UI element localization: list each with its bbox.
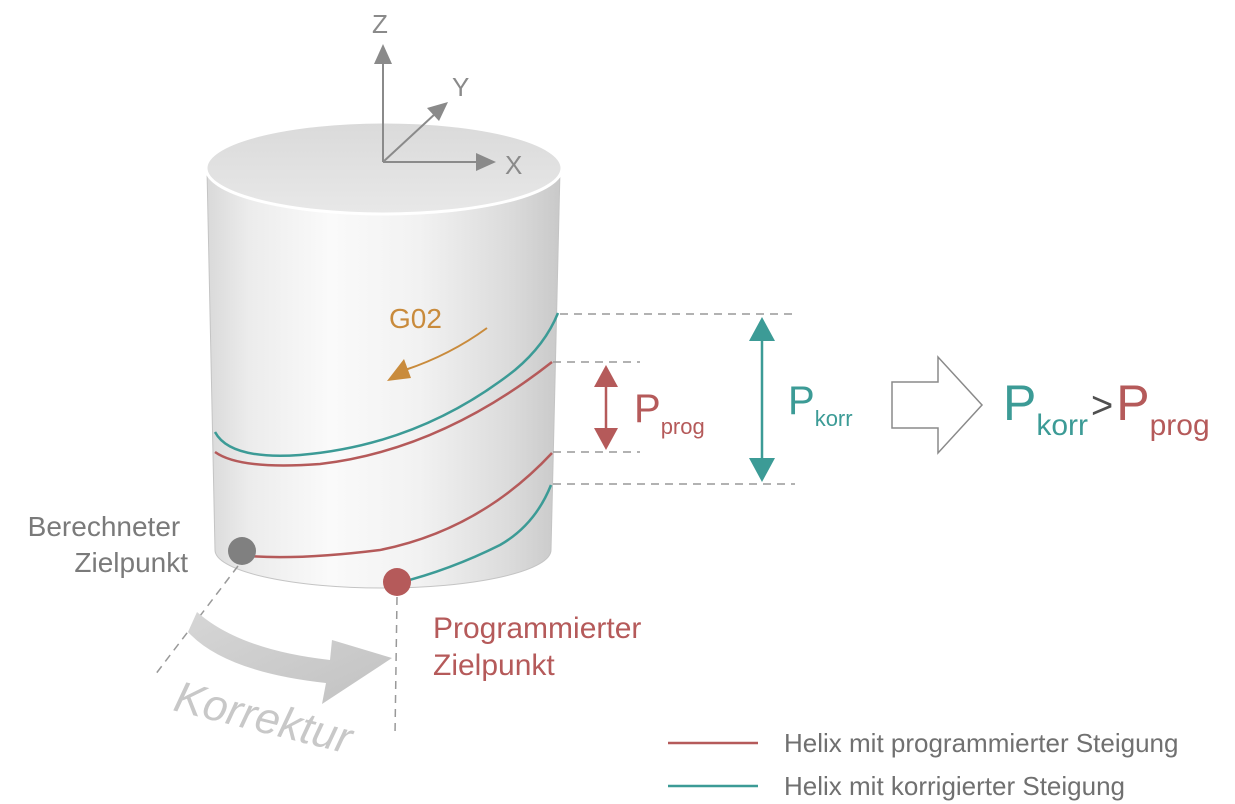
pitch-prog-symbol: P [634, 387, 661, 431]
comparison-right-subscript: prog [1150, 409, 1210, 442]
guide-calculated-target [154, 565, 239, 676]
calculated-target-label: Berechneter Zielpunkt [28, 511, 189, 578]
y-axis-line [382, 112, 437, 163]
y-axis-label: Y [452, 72, 469, 102]
comparison-operator: > [1091, 385, 1113, 427]
coordinate-axes [374, 44, 496, 171]
comparison-formula: Pkorr>Pprog [1003, 375, 1210, 442]
z-axis-label: Z [372, 9, 388, 39]
calculated-target-line1: Berechneter [28, 511, 181, 542]
comparison-left-symbol: P [1003, 375, 1036, 431]
correction-arrow [188, 612, 392, 704]
programmed-target-label: Programmierter Zielpunkt [433, 612, 650, 682]
helix-corrected-upper [213, 312, 560, 457]
programmed-target-line1: Programmierter [433, 612, 641, 645]
cylinder [204, 120, 564, 589]
programmed-target-line2: Zielpunkt [433, 649, 555, 682]
direction-arrow-head [387, 359, 411, 381]
pitch-prog-arrow-up [594, 365, 618, 387]
direction-label: G02 [389, 303, 442, 334]
pitch-korr-dimension [749, 317, 775, 482]
helix-programmed-lower [247, 452, 553, 559]
pitch-prog-label: Pprog [634, 387, 705, 439]
comparison-left-subscript: korr [1036, 409, 1088, 442]
pitch-prog-subscript: prog [661, 414, 705, 439]
pitch-prog-arrow-down [594, 428, 618, 450]
helix-programmed-upper [214, 361, 553, 467]
helix-corrected-lower [397, 484, 553, 585]
x-axis-arrow [476, 153, 496, 171]
z-axis-arrow [374, 44, 392, 64]
comparison-right-symbol: P [1116, 375, 1149, 431]
programmed-target-point [383, 568, 411, 596]
pitch-korr-symbol: P [788, 379, 815, 423]
calculated-target-point [228, 537, 256, 565]
guide-programmed-target [394, 596, 398, 736]
pitch-korr-arrow-down [749, 458, 775, 482]
cylinder-body [206, 169, 561, 589]
implication-arrow [891, 355, 984, 455]
legend-corrected-label: Helix mit korrigierter Steigung [784, 771, 1125, 801]
x-axis-label: X [505, 150, 522, 180]
legend-programmed-label: Helix mit programmierter Steigung [784, 728, 1178, 758]
pitch-prog-dimension [594, 365, 618, 450]
direction-arrow-line [404, 327, 488, 371]
legend: Helix mit programmierter Steigung Helix … [668, 728, 1178, 801]
dimension-guides [154, 313, 795, 736]
pitch-korr-arrow-up [749, 317, 775, 341]
pitch-korr-label: Pkorr [788, 379, 853, 431]
pitch-korr-subscript: korr [815, 406, 853, 431]
y-axis-arrow [427, 102, 448, 121]
calculated-target-line2: Zielpunkt [74, 547, 188, 578]
helix-curves [213, 312, 560, 585]
